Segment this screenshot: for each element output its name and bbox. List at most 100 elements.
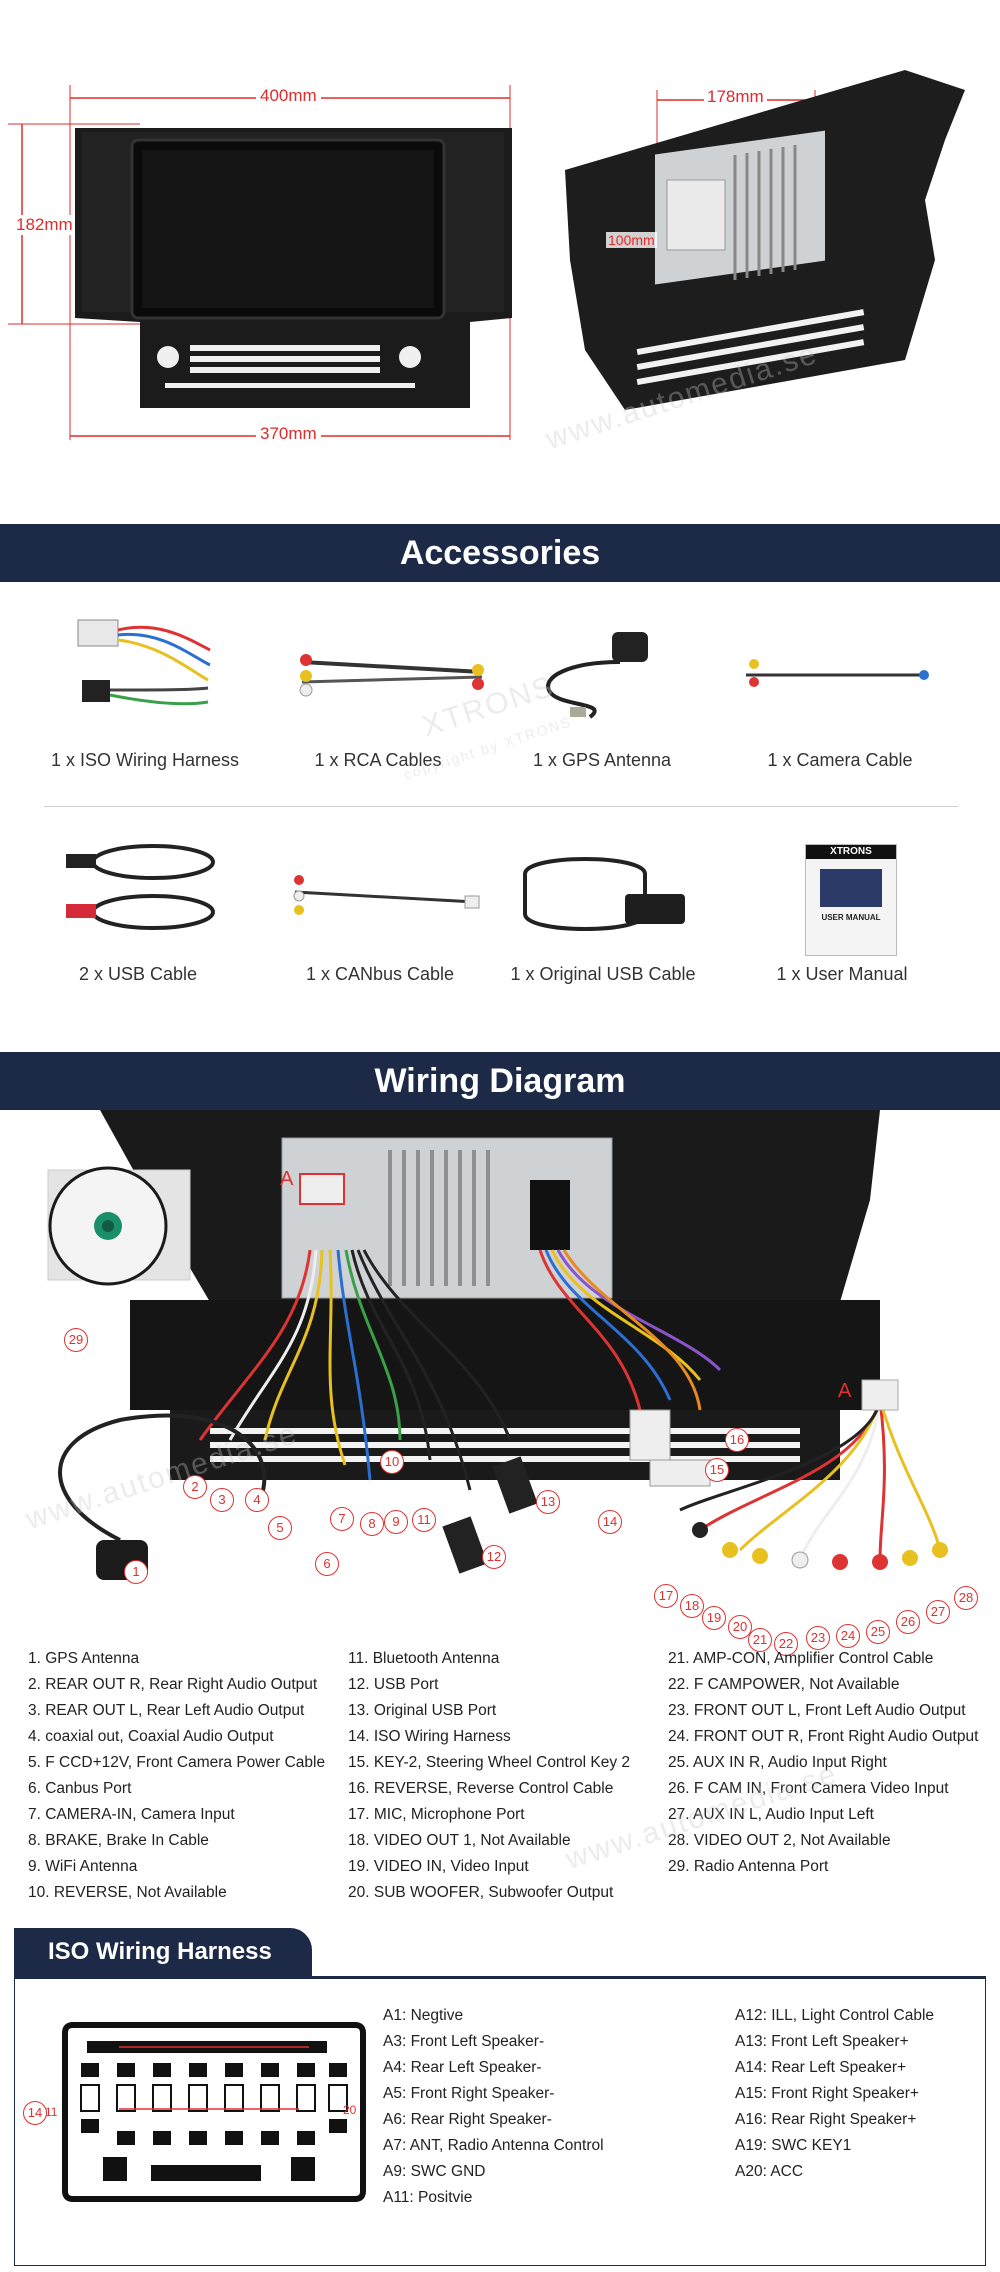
legend-item: 13. Original USB Port bbox=[348, 1702, 497, 1719]
legend-item: 8. BRAKE, Brake In Cable bbox=[28, 1832, 209, 1849]
callout-29: 29 bbox=[64, 1328, 88, 1352]
head-unit-rear-illustration bbox=[565, 70, 965, 410]
product-dimensions-section: 400mm 182mm 370mm 178mm 100mm bbox=[0, 0, 1000, 520]
camera-cable-icon bbox=[746, 659, 929, 687]
legend-item: 16. REVERSE, Reverse Control Cable bbox=[348, 1780, 614, 1797]
iso-pin-item: A1: Negtive bbox=[383, 2007, 464, 2024]
callout-9: 9 bbox=[384, 1510, 408, 1534]
wiring-banner: Wiring Diagram bbox=[0, 1052, 1000, 1110]
callout-12: 12 bbox=[482, 1545, 506, 1569]
legend-item: 25. AUX IN R, Audio Input Right bbox=[668, 1754, 887, 1771]
callout-18: 18 bbox=[680, 1594, 704, 1618]
iso-pin-item: A19: SWC KEY1 bbox=[735, 2137, 852, 2154]
iso-pin-item: A11: Positvie bbox=[383, 2189, 473, 2206]
iso-harness-icon bbox=[77, 619, 211, 706]
dimension-height-rear: 100mm bbox=[606, 232, 657, 248]
accessory-label-user-manual: 1 x User Manual bbox=[776, 964, 908, 984]
iso-pin-item: A3: Front Left Speaker- bbox=[383, 2033, 545, 2050]
iso-callout-14: 14 bbox=[23, 2101, 47, 2125]
legend-item: 2. REAR OUT R, Rear Right Audio Output bbox=[28, 1676, 318, 1693]
legend-item: 5. F CCD+12V, Front Camera Power Cable bbox=[28, 1754, 326, 1771]
legend-item: 19. VIDEO IN, Video Input bbox=[348, 1858, 529, 1875]
iso-pin-item: A9: SWC GND bbox=[383, 2163, 486, 2180]
callout-8: 8 bbox=[360, 1512, 384, 1536]
callout-28: 28 bbox=[954, 1586, 978, 1610]
iso-harness-tab: ISO Wiring Harness bbox=[14, 1928, 312, 1976]
manual-brand: XTRONS bbox=[806, 845, 896, 859]
accessory-label-canbus-cable: 1 x CANbus Cable bbox=[305, 964, 455, 984]
legend-item: 7. CAMERA-IN, Camera Input bbox=[28, 1806, 235, 1823]
iso-pin-item: A20: ACC bbox=[735, 2163, 804, 2180]
iso-pin-item: A6: Rear Right Speaker- bbox=[383, 2111, 552, 2128]
legend-item: 18. VIDEO OUT 1, Not Available bbox=[348, 1832, 571, 1849]
callout-5: 5 bbox=[268, 1516, 292, 1540]
manual-cover-screen bbox=[820, 869, 882, 907]
legend-item: 15. KEY-2, Steering Wheel Control Key 2 bbox=[348, 1754, 631, 1771]
callout-23: 23 bbox=[806, 1626, 830, 1650]
iso-pin-item: A4: Rear Left Speaker- bbox=[383, 2059, 542, 2076]
legend-item: 14. ISO Wiring Harness bbox=[348, 1728, 511, 1745]
legend-item: 17. MIC, Microphone Port bbox=[348, 1806, 525, 1823]
callout-26: 26 bbox=[896, 1610, 920, 1634]
legend-item: 21. AMP-CON, Amplifier Control Cable bbox=[668, 1650, 934, 1667]
accessories-grid: 1 x ISO Wiring Harness 1 x RCA Cables 1 … bbox=[0, 582, 1000, 1042]
dimension-width-top: 400mm bbox=[256, 86, 321, 106]
iso-pin-item: A7: ANT, Radio Antenna Control bbox=[383, 2137, 604, 2154]
rca-cables-icon bbox=[299, 654, 484, 697]
callout-17: 17 bbox=[654, 1584, 678, 1608]
legend-item: 28. VIDEO OUT 2, Not Available bbox=[668, 1832, 891, 1849]
iso-pin-item: A15: Front Right Speaker+ bbox=[735, 2085, 919, 2102]
legend-item: 1. GPS Antenna bbox=[28, 1650, 140, 1667]
legend-column-1: 1. GPS Antenna 2. REAR OUT R, Rear Right… bbox=[28, 1646, 325, 1906]
legend-item: 23. FRONT OUT L, Front Left Audio Output bbox=[668, 1702, 966, 1719]
iso-pin-item: A5: Front Right Speaker- bbox=[383, 2085, 555, 2102]
legend-item: 22. F CAMPOWER, Not Available bbox=[668, 1676, 900, 1693]
iso-pin-label-right: 20 bbox=[343, 2103, 357, 2117]
legend-item: 20. SUB WOOFER, Subwoofer Output bbox=[348, 1884, 614, 1901]
wiring-legend: 1. GPS Antenna 2. REAR OUT R, Rear Right… bbox=[0, 1646, 1000, 1906]
callout-10: 10 bbox=[380, 1450, 404, 1474]
connector-label-a-top: A bbox=[280, 1168, 294, 1190]
original-usb-cable-icon bbox=[523, 857, 685, 931]
callout-16: 16 bbox=[725, 1428, 749, 1452]
gps-antenna-icon bbox=[546, 632, 648, 719]
head-unit-front-illustration bbox=[8, 85, 512, 440]
wiring-illustration: A A 1 2 3 4 5 6 7 8 9 10 11 12 13 14 15 … bbox=[0, 1110, 1000, 1656]
iso-harness-panel: 14 11 20 A1: Negtive A3: Front Left Spea… bbox=[14, 1976, 986, 2266]
iso-pin-item: A13: Front Left Speaker+ bbox=[735, 2033, 909, 2050]
callout-22: 22 bbox=[774, 1632, 798, 1656]
legend-item: 3. REAR OUT L, Rear Left Audio Output bbox=[28, 1702, 305, 1719]
iso-connector-pinout-diagram bbox=[62, 2022, 366, 2202]
callout-21: 21 bbox=[748, 1628, 772, 1652]
legend-item: 9. WiFi Antenna bbox=[28, 1858, 138, 1875]
callout-13: 13 bbox=[536, 1490, 560, 1514]
dimension-height-left: 182mm bbox=[14, 215, 75, 235]
callout-4: 4 bbox=[245, 1488, 269, 1512]
legend-item: 4. coaxial out, Coaxial Audio Output bbox=[28, 1728, 274, 1745]
iso-pins-column-2: A12: ILL, Light Control Cable A13: Front… bbox=[735, 2003, 934, 2185]
legend-column-2: 11. Bluetooth Antenna 12. USB Port 13. O… bbox=[348, 1646, 630, 1906]
legend-item: 29. Radio Antenna Port bbox=[668, 1858, 829, 1875]
connector-label-a-right: A bbox=[838, 1380, 852, 1402]
accessory-label-camera-cable: 1 x Camera Cable bbox=[767, 750, 913, 770]
callout-19: 19 bbox=[702, 1606, 726, 1630]
legend-item: 6. Canbus Port bbox=[28, 1780, 132, 1797]
callout-15: 15 bbox=[705, 1458, 729, 1482]
legend-item: 24. FRONT OUT R, Front Right Audio Outpu… bbox=[668, 1728, 979, 1745]
callout-2: 2 bbox=[183, 1475, 207, 1499]
user-manual-icon: XTRONS USER MANUAL bbox=[805, 844, 897, 956]
callout-25: 25 bbox=[866, 1620, 890, 1644]
accessory-label-gps-antenna: 1 x GPS Antenna bbox=[532, 750, 672, 770]
callout-7: 7 bbox=[330, 1507, 354, 1531]
callout-27: 27 bbox=[926, 1600, 950, 1624]
legend-item: 12. USB Port bbox=[348, 1676, 439, 1693]
dimension-width-bottom: 370mm bbox=[256, 424, 321, 444]
legend-item: 26. F CAM IN, Front Camera Video Input bbox=[668, 1780, 949, 1797]
callout-14: 14 bbox=[598, 1510, 622, 1534]
accessory-label-rca-cables: 1 x RCA Cables bbox=[314, 750, 442, 770]
legend-item: 27. AUX IN L, Audio Input Left bbox=[668, 1806, 874, 1823]
iso-pin-label-left: 11 bbox=[45, 2105, 58, 2119]
legend-column-3: 21. AMP-CON, Amplifier Control Cable 22.… bbox=[668, 1646, 978, 1880]
canbus-cable-icon bbox=[293, 875, 480, 915]
manual-title: USER MANUAL bbox=[821, 913, 881, 922]
